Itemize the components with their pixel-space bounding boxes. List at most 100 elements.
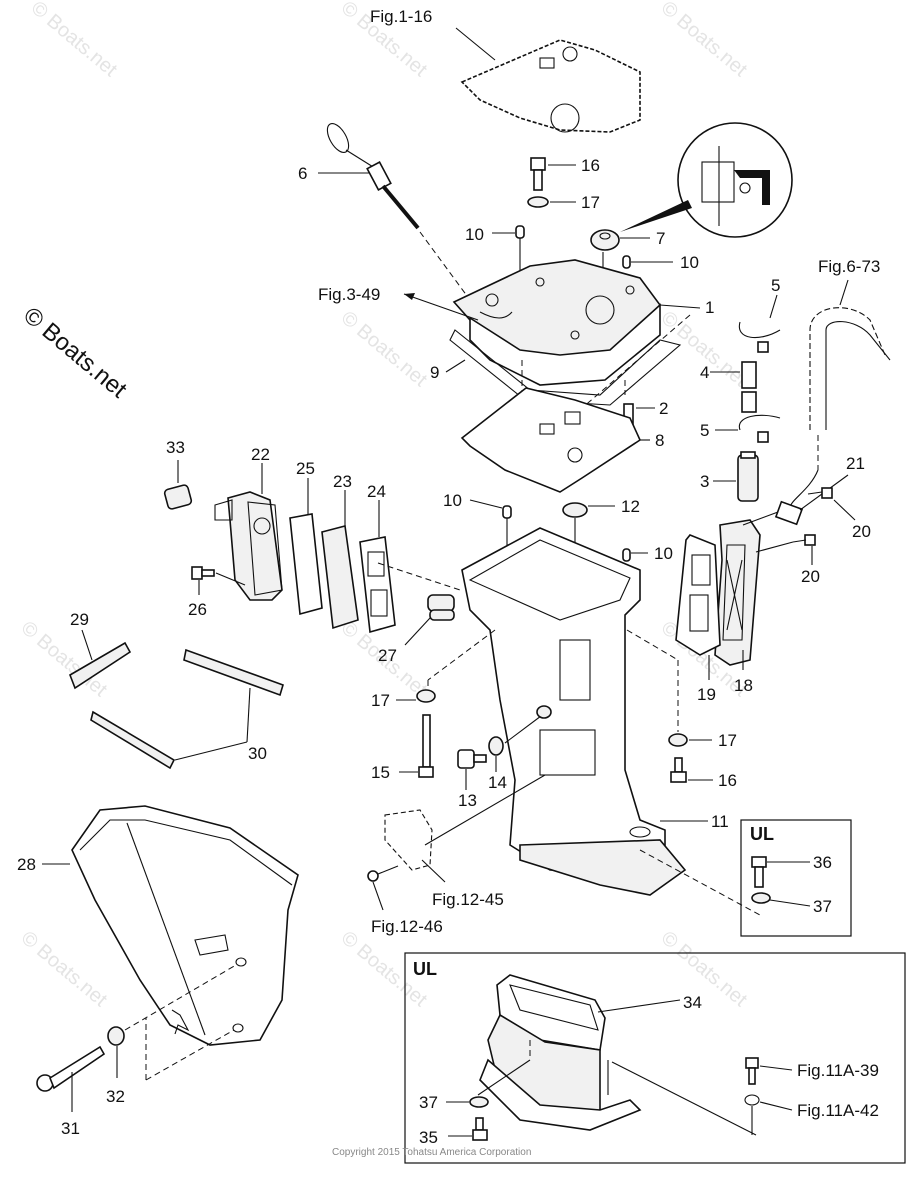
callout-6[interactable]: 6 xyxy=(298,164,307,183)
washer-37-small xyxy=(751,892,771,904)
callout-10d[interactable]: 10 xyxy=(654,544,673,563)
gasket-25 xyxy=(289,513,323,616)
callout-17-right[interactable]: 17 xyxy=(718,731,737,750)
washer-fig11a-42 xyxy=(744,1094,760,1106)
ul-large-title: UL xyxy=(413,959,437,979)
callout-32[interactable]: 32 xyxy=(106,1087,125,1106)
seal-7 xyxy=(590,229,620,251)
plug-13 xyxy=(457,749,475,769)
clip-5-upper xyxy=(738,321,781,339)
gasket-19 xyxy=(675,534,721,656)
callout-35[interactable]: 35 xyxy=(419,1128,438,1147)
callout-7[interactable]: 7 xyxy=(656,229,665,248)
callout-12[interactable]: 12 xyxy=(621,497,640,516)
bolt-16-right xyxy=(674,757,683,773)
fig-ref-11a-39[interactable]: Fig.11A-39 xyxy=(797,1061,879,1080)
ul-inset-small: UL 36 37 xyxy=(740,819,852,937)
callout-31[interactable]: 31 xyxy=(61,1119,80,1138)
callout-37-small[interactable]: 37 xyxy=(813,897,832,916)
callout-29[interactable]: 29 xyxy=(70,610,89,629)
watermark: © Boats.net xyxy=(27,0,122,81)
screw-20a xyxy=(821,487,833,499)
watermark-dark: © Boats.net xyxy=(18,302,132,404)
gasket-24 xyxy=(359,536,396,634)
lower-cover-28 xyxy=(71,805,299,1046)
callout-18[interactable]: 18 xyxy=(734,676,753,695)
engine-cover-1 xyxy=(452,259,662,386)
washer-37-large xyxy=(469,1096,489,1108)
extension-case-34 xyxy=(479,974,642,1131)
callout-27[interactable]: 27 xyxy=(378,646,397,665)
watermark: © Boats.net xyxy=(657,0,752,81)
clamp-21 xyxy=(774,500,804,526)
callout-36[interactable]: 36 xyxy=(813,853,832,872)
callout-16-right[interactable]: 16 xyxy=(718,771,737,790)
callout-17-left[interactable]: 17 xyxy=(371,691,390,710)
bolt-31 xyxy=(36,1045,106,1092)
callout-10c[interactable]: 10 xyxy=(443,491,462,510)
callout-24[interactable]: 24 xyxy=(367,482,386,501)
callout-30[interactable]: 30 xyxy=(248,744,267,763)
callout-10b[interactable]: 10 xyxy=(680,253,699,272)
fig-ref-6-73[interactable]: Fig.6-73 xyxy=(818,257,880,276)
callout-13[interactable]: 13 xyxy=(458,791,477,810)
callout-14[interactable]: 14 xyxy=(488,773,507,792)
exhaust-cover-18 xyxy=(714,519,761,666)
callout-37-large[interactable]: 37 xyxy=(419,1093,438,1112)
callout-2[interactable]: 2 xyxy=(659,399,668,418)
callout-25[interactable]: 25 xyxy=(296,459,315,478)
fitting-26 xyxy=(191,566,203,580)
watermark: © Boats.net xyxy=(17,927,112,1011)
callout-11[interactable]: 11 xyxy=(711,812,729,831)
bolt-16-top xyxy=(530,157,546,191)
callout-17-top[interactable]: 17 xyxy=(581,193,600,212)
washer-17-left xyxy=(416,689,436,703)
callout-5-upper[interactable]: 5 xyxy=(771,276,780,295)
callout-1[interactable]: 1 xyxy=(705,298,714,317)
gasket-top xyxy=(460,39,641,133)
fig-ref-12-46[interactable]: Fig.12-46 xyxy=(371,917,443,936)
hose-4 xyxy=(741,361,757,389)
callout-19[interactable]: 19 xyxy=(697,685,716,704)
washer-14 xyxy=(488,736,504,756)
fig-ref-12-45[interactable]: Fig.12-45 xyxy=(432,890,504,909)
callout-22[interactable]: 22 xyxy=(251,445,270,464)
callout-10a[interactable]: 10 xyxy=(465,225,484,244)
plate-23 xyxy=(321,524,359,630)
bolt-15 xyxy=(422,714,431,768)
washer-17-top xyxy=(527,196,549,208)
callout-4[interactable]: 4 xyxy=(700,363,709,382)
copyright-text: Copyright 2015 Tohatsu America Corporati… xyxy=(332,1147,531,1158)
callout-23[interactable]: 23 xyxy=(333,472,352,491)
gasket-8 xyxy=(460,387,642,493)
dipstick xyxy=(326,123,420,230)
callout-9[interactable]: 9 xyxy=(430,363,439,382)
callout-28[interactable]: 28 xyxy=(17,855,36,874)
callout-34[interactable]: 34 xyxy=(683,993,702,1012)
callout-3[interactable]: 3 xyxy=(700,472,709,491)
callout-5-lower[interactable]: 5 xyxy=(700,421,709,440)
water-pump-housing-22 xyxy=(214,491,283,601)
seal-12 xyxy=(562,502,588,518)
fig-ref-11a-42[interactable]: Fig.11A-42 xyxy=(797,1101,879,1120)
drive-shaft-housing-11 xyxy=(461,527,687,896)
fig-ref-1-16[interactable]: Fig.1-16 xyxy=(370,7,432,26)
callout-8[interactable]: 8 xyxy=(655,431,664,450)
callout-33[interactable]: 33 xyxy=(166,438,185,457)
watermark: © Boats.net xyxy=(657,927,752,1011)
callout-20a[interactable]: 20 xyxy=(852,522,871,541)
callout-26[interactable]: 26 xyxy=(188,600,207,619)
grommet-27 xyxy=(427,594,455,612)
callout-16-top[interactable]: 16 xyxy=(581,156,600,175)
dowel-10a xyxy=(515,225,525,239)
anode-fig12-45 xyxy=(384,809,433,871)
gasket-9 xyxy=(449,329,682,406)
dowel-10c xyxy=(502,505,512,519)
fig-ref-3-49[interactable]: Fig.3-49 xyxy=(318,285,380,304)
bolt-fig11a-39 xyxy=(745,1057,759,1069)
callout-20b[interactable]: 20 xyxy=(801,567,820,586)
callout-21[interactable]: 21 xyxy=(846,454,865,473)
detail-magnifier xyxy=(620,122,793,238)
ul-small-title: UL xyxy=(750,824,774,844)
callout-15[interactable]: 15 xyxy=(371,763,390,782)
